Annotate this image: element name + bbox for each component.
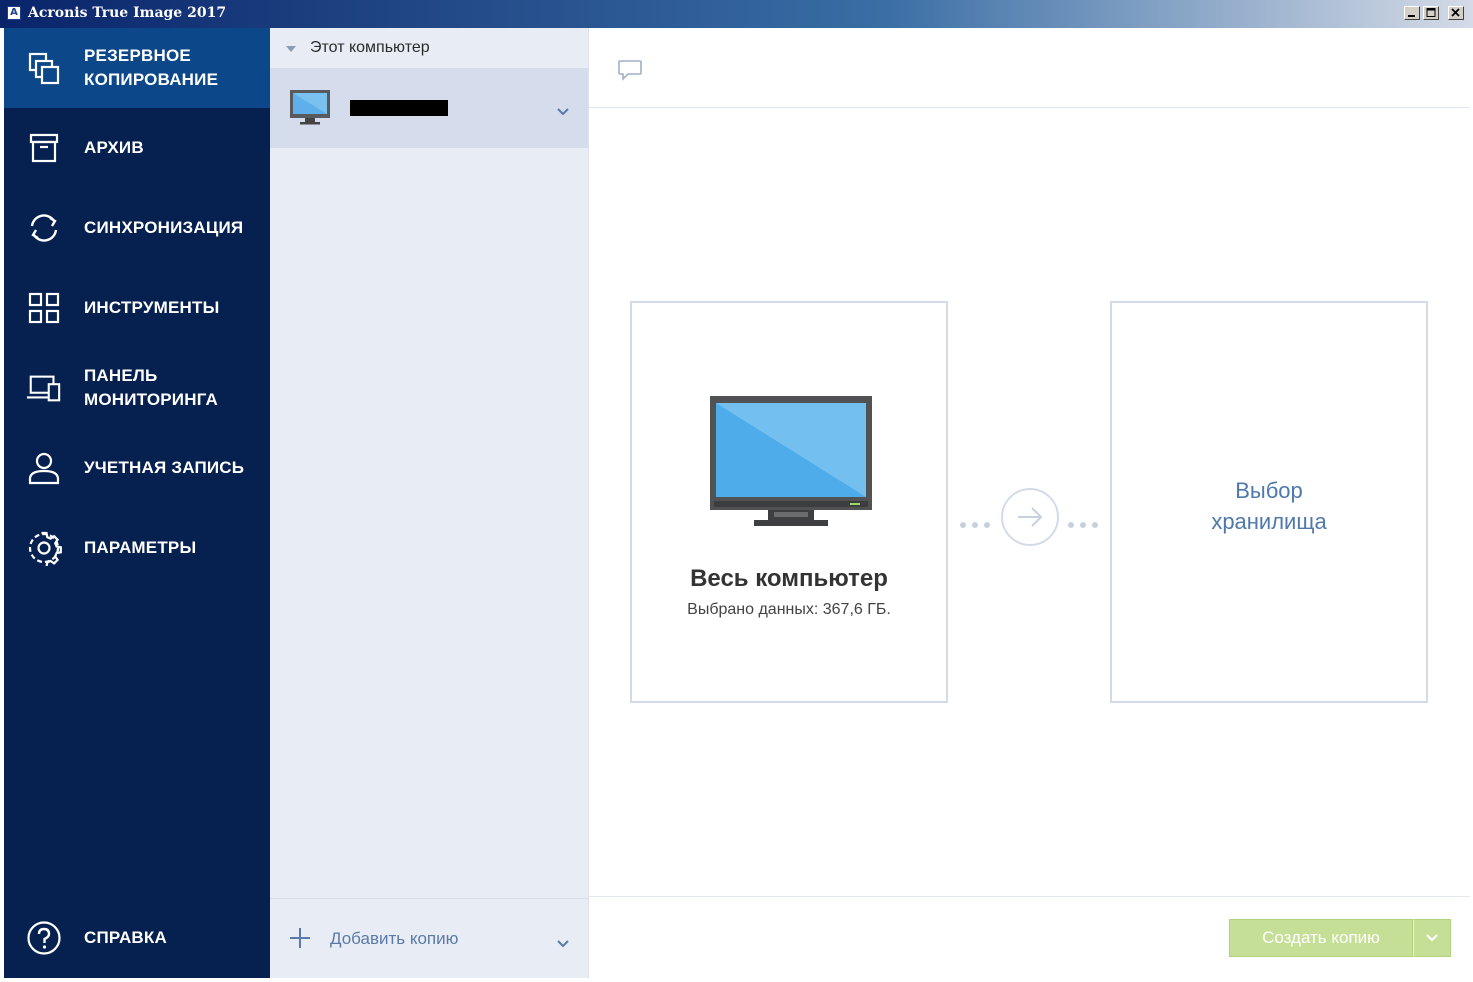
backup-copy-icon	[26, 50, 62, 86]
comment-icon[interactable]	[617, 59, 643, 85]
chevron-down-icon[interactable]	[556, 102, 570, 121]
main-footer	[589, 896, 1470, 978]
backup-list-pane: Этот компьютер Добавить копию	[270, 28, 588, 978]
nav-label-settings: ПАРАМЕТРЫ	[84, 538, 197, 557]
nav-label-dashboard: ПАНЕЛЬ МОНИТОРИНГА	[84, 366, 218, 409]
create-backup-button[interactable]: Создать копию	[1229, 919, 1413, 957]
nav-label-help: СПРАВКА	[84, 928, 167, 947]
backup-destination-card[interactable]: Выбор хранилища	[1110, 301, 1428, 703]
destination-title: Выбор хранилища	[1211, 478, 1327, 534]
backup-source-card[interactable]: Весь компьютер Выбрано данных: 367,6 ГБ.	[630, 301, 948, 703]
sidebar: РЕЗЕРВНОЕ КОПИРОВАНИЕ АРХИВ СИНХРОНИЗАЦИ…	[4, 28, 270, 978]
app-logo-icon: A	[7, 6, 21, 20]
maximize-button[interactable]	[1423, 6, 1439, 20]
nav-label-tools: ИНСТРУМЕНТЫ	[84, 298, 220, 317]
arrow-right-circle-icon	[999, 486, 1061, 552]
source-title: Весь компьютер	[690, 565, 888, 592]
close-window-button[interactable]	[1448, 6, 1464, 20]
nav-item-archive[interactable]: АРХИВ	[4, 108, 270, 188]
nav-label-account: УЧЕТНАЯ ЗАПИСЬ	[84, 458, 245, 477]
backup-group-title: Этот компьютер	[310, 39, 430, 56]
monitor-icon	[290, 90, 330, 130]
user-icon	[26, 450, 62, 486]
archive-box-icon	[26, 130, 62, 166]
nav-label-backup: РЕЗЕРВНОЕ КОПИРОВАНИЕ	[84, 46, 219, 89]
nav-item-backup[interactable]: РЕЗЕРВНОЕ КОПИРОВАНИЕ	[4, 28, 270, 108]
backup-details-pane: Весь компьютер Выбрано данных: 367,6 ГБ.…	[588, 28, 1470, 978]
nav-item-settings[interactable]: ПАРАМЕТРЫ	[4, 508, 270, 588]
connector-dots-right	[1067, 514, 1101, 533]
tools-grid-icon	[26, 290, 62, 326]
add-options-chevron-icon[interactable]	[556, 934, 570, 953]
collapse-caret-icon	[286, 46, 296, 52]
backup-group-header[interactable]: Этот компьютер	[270, 28, 588, 68]
help-circle-icon	[26, 920, 62, 956]
add-backup-label: Добавить копию	[330, 929, 459, 948]
window-title: Acronis True Image 2017	[28, 5, 227, 21]
source-size: Выбрано данных: 367,6 ГБ.	[687, 601, 891, 618]
backup-list-item[interactable]	[270, 68, 588, 148]
title-bar[interactable]: A Acronis True Image 2017	[0, 0, 1473, 28]
plus-icon	[289, 927, 311, 953]
sync-icon	[26, 210, 62, 246]
nav-label-archive: АРХИВ	[84, 138, 144, 157]
nav-item-tools[interactable]: ИНСТРУМЕНТЫ	[4, 268, 270, 348]
nav-item-help[interactable]: СПРАВКА	[4, 898, 270, 978]
main-toolbar	[589, 28, 1470, 108]
gear-icon	[26, 530, 62, 566]
create-backup-options-button[interactable]	[1413, 919, 1451, 957]
computer-monitor-icon	[710, 396, 872, 534]
nav-item-sync[interactable]: СИНХРОНИЗАЦИЯ	[4, 188, 270, 268]
minimize-button[interactable]	[1404, 6, 1420, 20]
add-backup-row[interactable]: Добавить копию	[270, 898, 588, 978]
chevron-down-icon	[1426, 934, 1438, 942]
monitoring-devices-icon	[26, 370, 62, 406]
nav-item-dashboard[interactable]: ПАНЕЛЬ МОНИТОРИНГА	[4, 348, 270, 428]
nav-item-account[interactable]: УЧЕТНАЯ ЗАПИСЬ	[4, 428, 270, 508]
nav-label-sync: СИНХРОНИЗАЦИЯ	[84, 218, 244, 237]
connector-dots-left	[959, 514, 993, 533]
redacted-backup-name	[350, 100, 448, 116]
